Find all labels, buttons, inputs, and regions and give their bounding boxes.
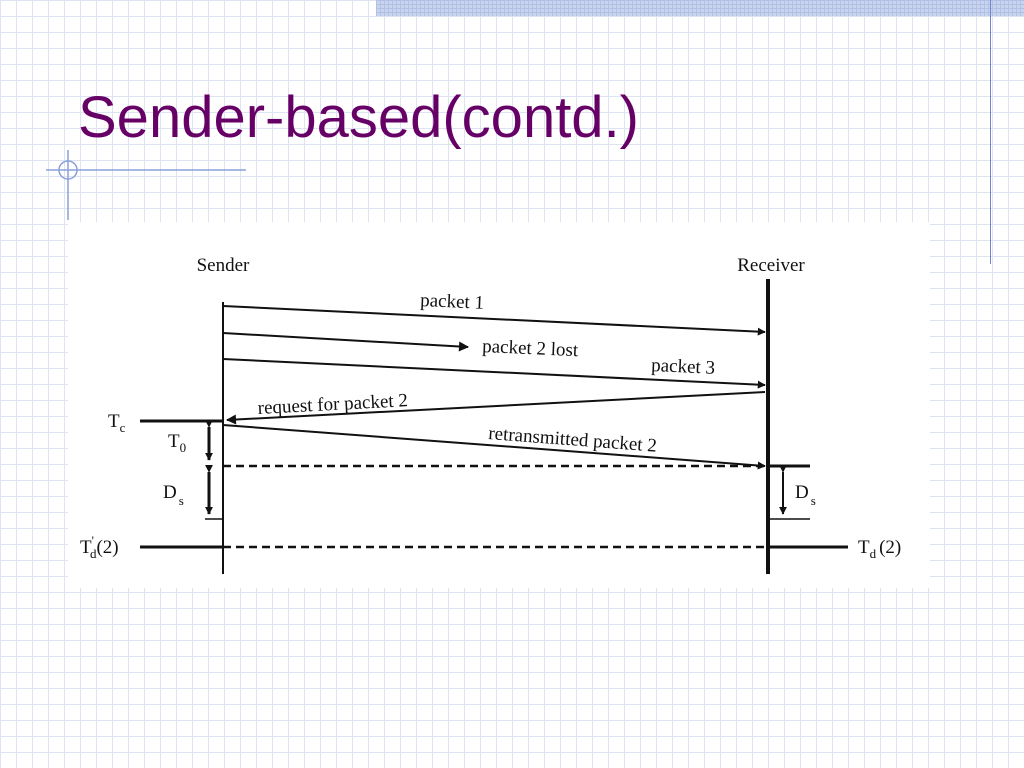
t0-label: T0: [168, 431, 186, 455]
request-label: request for packet 2: [257, 390, 408, 419]
retransmitted-arrow: [222, 424, 766, 470]
packet3-label: packet 3: [651, 355, 716, 379]
diagram-panel: Sender Receiver packet 1 packet 2 lost p…: [68, 222, 930, 588]
packet2-lost-arrow: [222, 332, 469, 352]
packet1-arrow: [222, 305, 766, 336]
packet2-lost-label: packet 2 lost: [482, 336, 580, 361]
slide-title: Sender-based(contd.): [78, 85, 639, 150]
td-label: Td(2): [858, 537, 901, 561]
packet1-label: packet 1: [420, 290, 485, 314]
packet3-arrow: [222, 358, 766, 389]
timing-diagram: Sender Receiver packet 1 packet 2 lost p…: [80, 255, 901, 574]
receiver-label: Receiver: [737, 255, 805, 276]
sender-label: Sender: [197, 255, 250, 276]
decorative-crosshair: [46, 150, 246, 220]
tc-label: Tc: [108, 411, 126, 435]
header-band: [376, 0, 1024, 16]
td-prime-label: T'd(2): [80, 533, 119, 561]
request-arrow: [226, 391, 766, 425]
decorative-vertical-rule: [990, 0, 991, 264]
